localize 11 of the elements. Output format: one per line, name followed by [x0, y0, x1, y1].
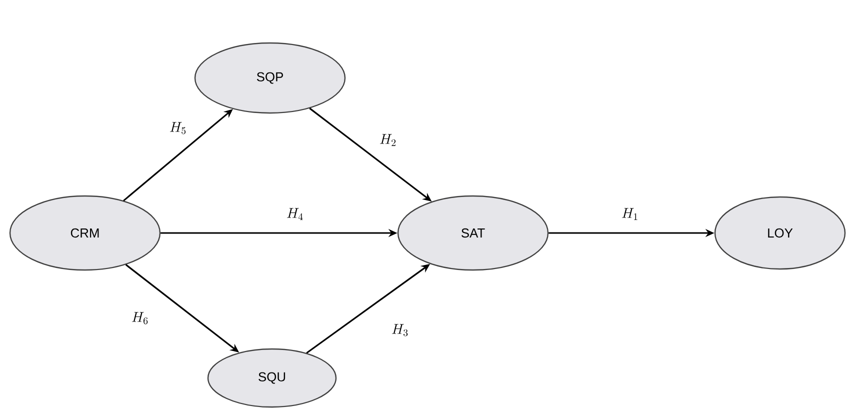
edge-label: $H_2$	[378, 133, 398, 147]
ellipse-node: LOY	[714, 196, 846, 270]
ellipse-node: SQP	[194, 42, 346, 114]
ellipse-node: CRM	[9, 195, 161, 271]
edge-label: $H_3$	[390, 323, 410, 337]
edge-label: $H_4$	[285, 207, 305, 221]
edge-label: $H_5$	[168, 121, 188, 135]
edge-label: $H_1$	[620, 207, 640, 221]
ellipse-node: SAT	[397, 195, 549, 271]
ellipse-node: SQU	[207, 348, 337, 408]
edge-label: $H_6$	[130, 311, 150, 325]
